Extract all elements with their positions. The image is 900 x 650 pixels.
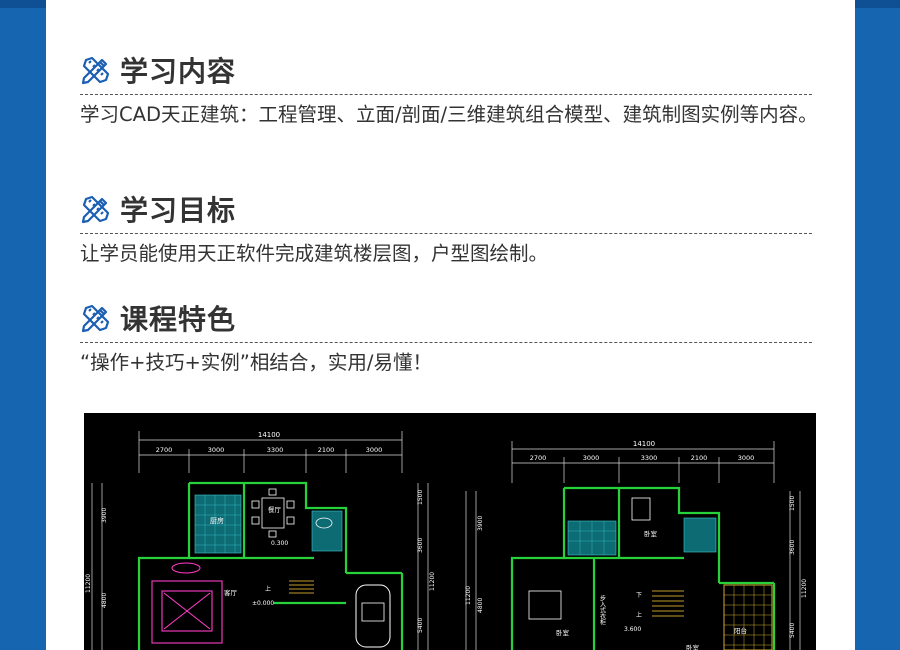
room-label: 卧室 — [686, 643, 700, 650]
room-label: 厨房 — [210, 516, 224, 525]
dim-side: 3900 — [477, 516, 484, 531]
pencil-ruler-icon — [81, 56, 110, 85]
pencil-ruler-icon — [81, 195, 110, 224]
section-course-features: 课程特色 “操作+技巧+实例”相结合，实用/易懂！ — [80, 298, 820, 378]
dim-total: 14100 — [258, 431, 280, 439]
dim-side: 5400 — [417, 618, 424, 633]
dim-side: 4800 — [477, 598, 484, 613]
dim-label: 3300 — [641, 454, 658, 462]
room-label: 客厅 — [224, 588, 238, 597]
section-body: “操作+技巧+实例”相结合，实用/易懂！ — [80, 351, 432, 374]
room-label: 卧室 — [644, 529, 658, 538]
dim-side: 11200 — [465, 586, 472, 605]
stair-label: 上 — [636, 611, 642, 619]
room-label: 餐厅 — [268, 505, 282, 514]
room-label: 步入式衣柜 — [599, 594, 606, 626]
room-label: 阳台 — [734, 626, 747, 635]
stair-label: 下 — [636, 592, 642, 599]
section-body: 让学员能使用天正软件完成建筑楼层图，户型图绘制。 — [80, 242, 549, 265]
elevation-label: ±0.000 — [252, 600, 274, 607]
left-plan: 14100 2700 3000 3300 2100 3000 3900 1120… — [85, 431, 436, 650]
dashed-divider — [80, 342, 812, 343]
dim-side: 3900 — [101, 508, 108, 523]
room-label: 卧室 — [556, 628, 570, 637]
dim-label: 3300 — [267, 446, 284, 454]
dim-label: 3000 — [583, 454, 600, 462]
dim-side: 5400 — [789, 623, 796, 638]
dim-label: 2100 — [691, 454, 708, 462]
dim-label: 2700 — [530, 454, 547, 462]
dim-side: 4800 — [101, 593, 108, 608]
section-title: 学习目标 — [120, 194, 237, 227]
section-learning-goal: 学习目标 让学员能使用天正软件完成建筑楼层图，户型图绘制。 — [80, 189, 820, 269]
section-header: 学习内容 — [80, 50, 820, 90]
cad-floorplan-image: 14100 2700 3000 3300 2100 3000 3900 1120… — [84, 413, 816, 650]
floorplan-drawing: 14100 2700 3000 3300 2100 3000 3900 1120… — [85, 431, 808, 650]
stair-label: 上 — [265, 585, 271, 593]
dim-side: 11200 — [429, 572, 436, 591]
dim-side: 11200 — [85, 574, 92, 593]
dim-label: 2700 — [156, 446, 173, 454]
dim-side: 3600 — [789, 540, 796, 555]
dim-side: 1500 — [417, 490, 424, 505]
dim-label: 3000 — [738, 454, 755, 462]
section-title: 课程特色 — [120, 303, 237, 336]
section-body: 学习CAD天正建筑：工程管理、立面/剖面/三维建筑组合模型、建筑制图实例等内容。 — [80, 103, 818, 126]
dim-side: 1500 — [789, 496, 796, 511]
content-card: 学习内容 学习CAD天正建筑：工程管理、立面/剖面/三维建筑组合模型、建筑制图实… — [46, 0, 855, 650]
dim-side: 3600 — [417, 538, 424, 553]
section-header: 课程特色 — [80, 298, 820, 338]
dashed-divider — [80, 233, 812, 234]
right-plan: 14100 2700 3000 3300 2100 3000 3900 1120… — [465, 440, 808, 650]
dim-label: 3000 — [208, 446, 225, 454]
section-header: 学习目标 — [80, 189, 820, 229]
elevation-label: 0.300 — [271, 540, 288, 547]
dim-label: 3000 — [366, 446, 383, 454]
dim-label: 2100 — [318, 446, 335, 454]
dim-side: 11200 — [801, 579, 808, 598]
section-learning-content: 学习内容 学习CAD天正建筑：工程管理、立面/剖面/三维建筑组合模型、建筑制图实… — [80, 50, 820, 130]
section-title: 学习内容 — [120, 55, 237, 88]
pencil-ruler-icon — [81, 304, 110, 333]
elevation-label: 3.600 — [624, 626, 641, 633]
dashed-divider — [80, 94, 812, 95]
dim-total: 14100 — [633, 440, 655, 448]
